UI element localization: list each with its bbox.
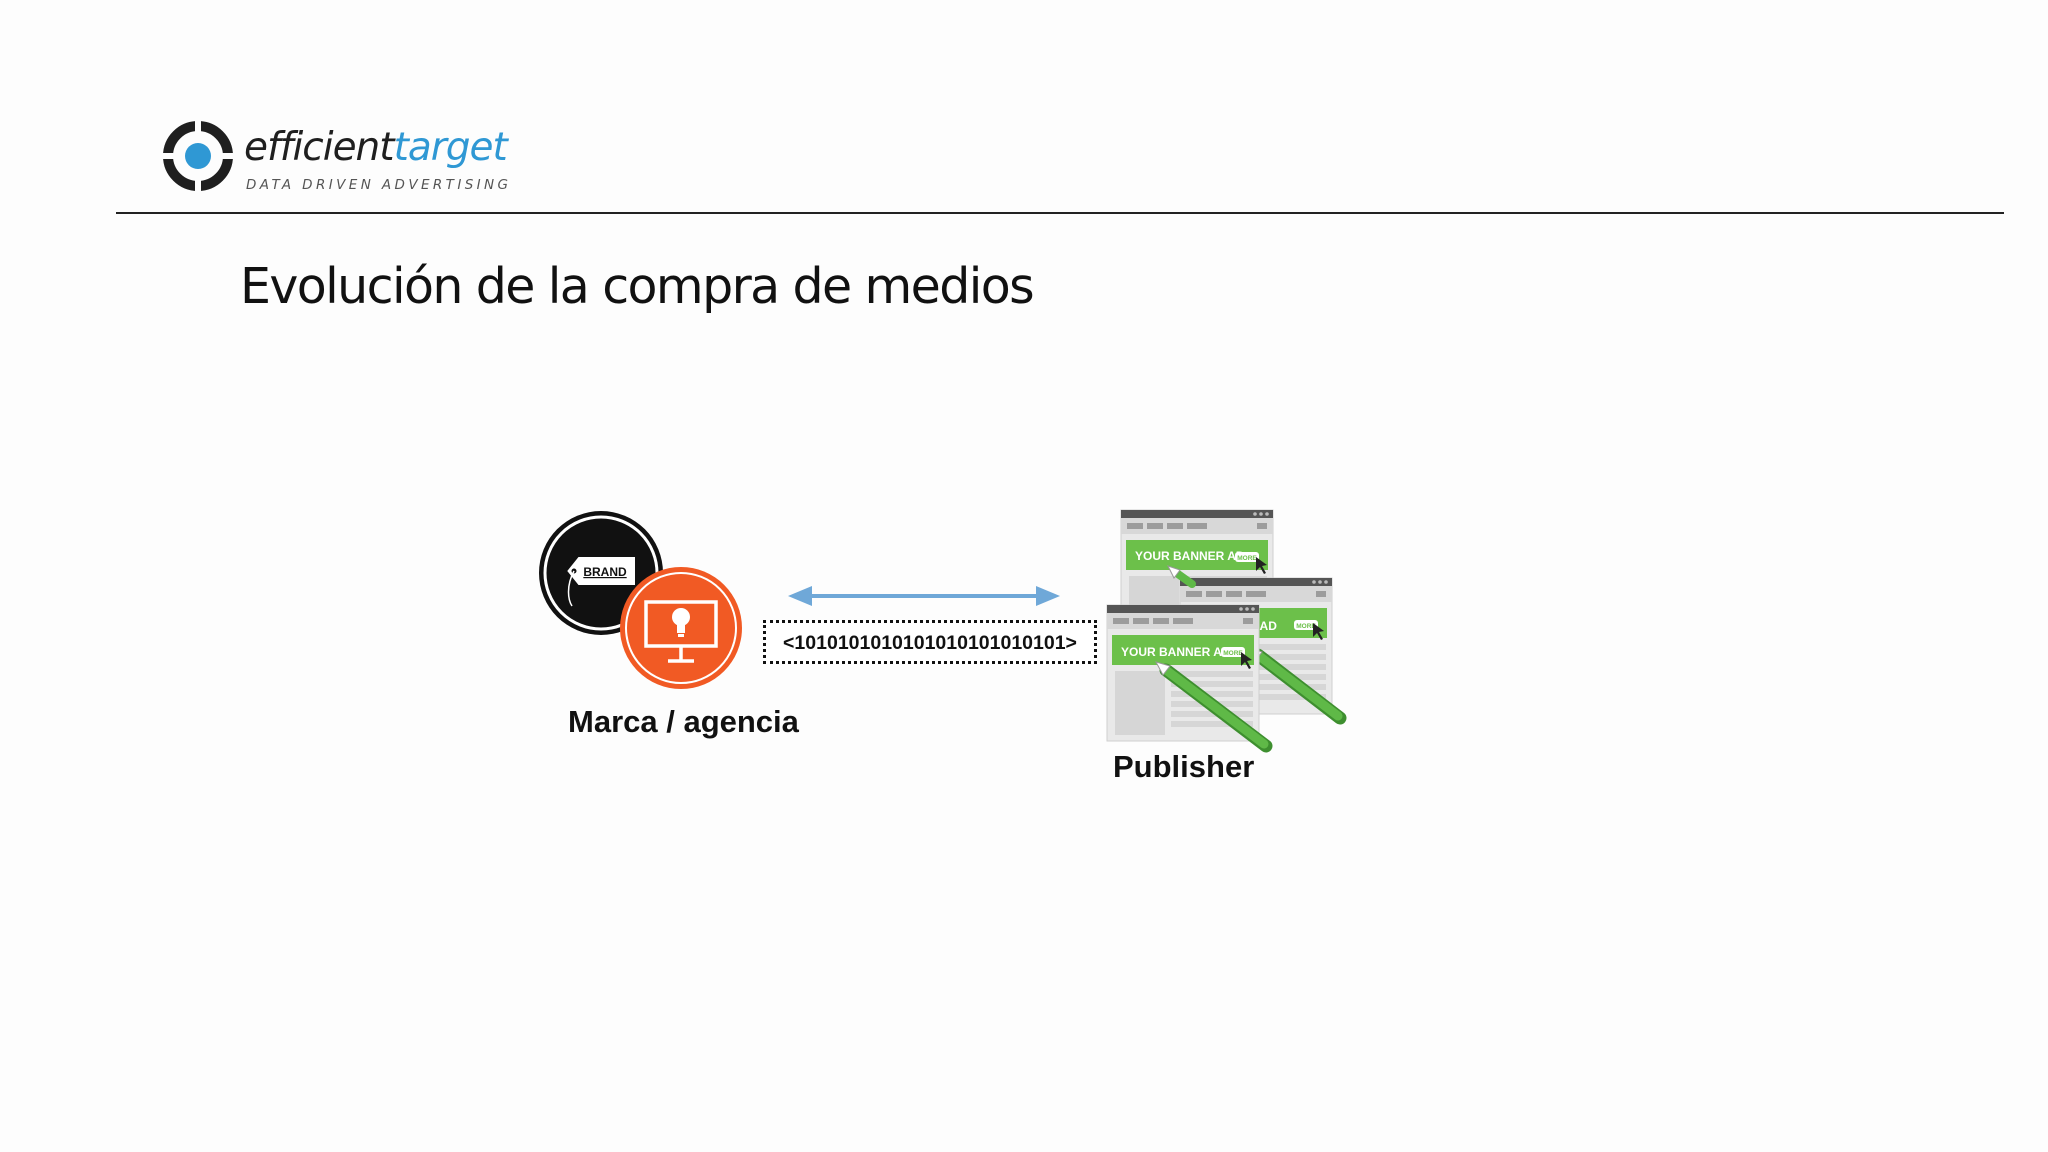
publisher-illustration: YOUR BANNER AD MORE R AD MORE YOUR BANNE… [1106,509,1347,753]
logo-tagline: DATA DRIVEN ADVERTISING [246,177,512,193]
binary-code-box: <1010101010101010101010101> [763,620,1097,664]
browser-window-icon: YOUR BANNER AD MORE [1106,604,1260,742]
binary-code-text: <1010101010101010101010101> [783,632,1077,654]
company-logo: efficienttarget DATA DRIVEN ADVERTISING [160,114,508,196]
banner-more-button: MORE [1223,650,1243,657]
brand-agency-label: Marca / agencia [568,704,799,739]
header-divider [116,212,2004,214]
banner-more-button: MORE [1296,623,1316,630]
slide-title: Evolución de la compra de medios [240,258,1035,315]
banner-more-button: MORE [1237,555,1257,562]
logo-word-target: target [393,125,508,170]
publisher-label: Publisher [1113,749,1255,784]
banner-text: YOUR BANNER AD [1135,549,1245,563]
green-pen-icon [1154,661,1273,753]
green-pen-icon [1167,565,1196,588]
browser-window-icon: YOUR BANNER AD MORE [1120,509,1274,647]
logo-word-efficient: efficient [244,125,395,170]
brand-badge-text: BRAND [583,565,627,579]
cursor-icon [1241,557,1324,669]
banner-text: YOUR BANNER AD [1121,645,1231,659]
monitor-lightbulb-icon [620,567,742,689]
logo-wordmark: efficienttarget [244,125,508,170]
logo-target-icon [160,118,236,194]
double-arrow-icon [788,586,1060,606]
